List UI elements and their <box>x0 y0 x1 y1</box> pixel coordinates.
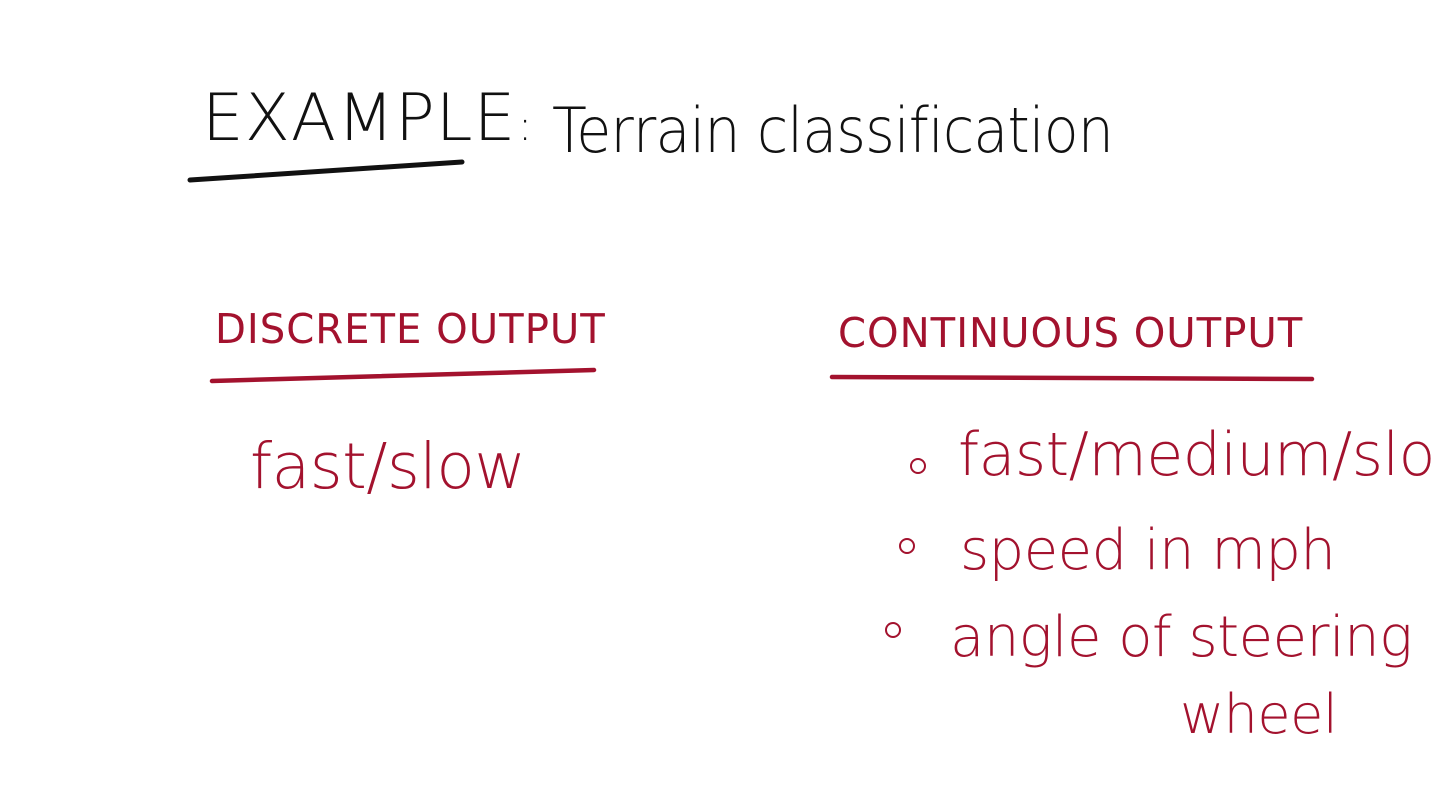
example-title: EXAMPLE <box>202 80 517 156</box>
discrete-heading-underline <box>209 367 597 384</box>
title-underline <box>187 159 465 183</box>
continuous-output-item: fast/medium/slow <box>958 420 1435 490</box>
bullet-circle-icon <box>910 458 926 474</box>
bullet-circle-icon <box>899 538 915 554</box>
continuous-output-item: angle of steering <box>950 605 1413 670</box>
continuous-output-item: speed in mph <box>960 518 1336 583</box>
title-separator: : <box>518 101 534 150</box>
continuous-heading-underline <box>829 374 1315 382</box>
discrete-output-heading: DISCRETE OUTPUT <box>215 305 606 353</box>
continuous-output-item-continuation: wheel <box>1180 683 1338 746</box>
terrain-classification-subtitle: Terrain classification <box>552 94 1114 167</box>
bullet-circle-icon <box>885 622 901 638</box>
discrete-output-item: fast/slow <box>250 430 526 503</box>
continuous-output-heading: CONTINUOUS OUTPUT <box>838 309 1304 357</box>
